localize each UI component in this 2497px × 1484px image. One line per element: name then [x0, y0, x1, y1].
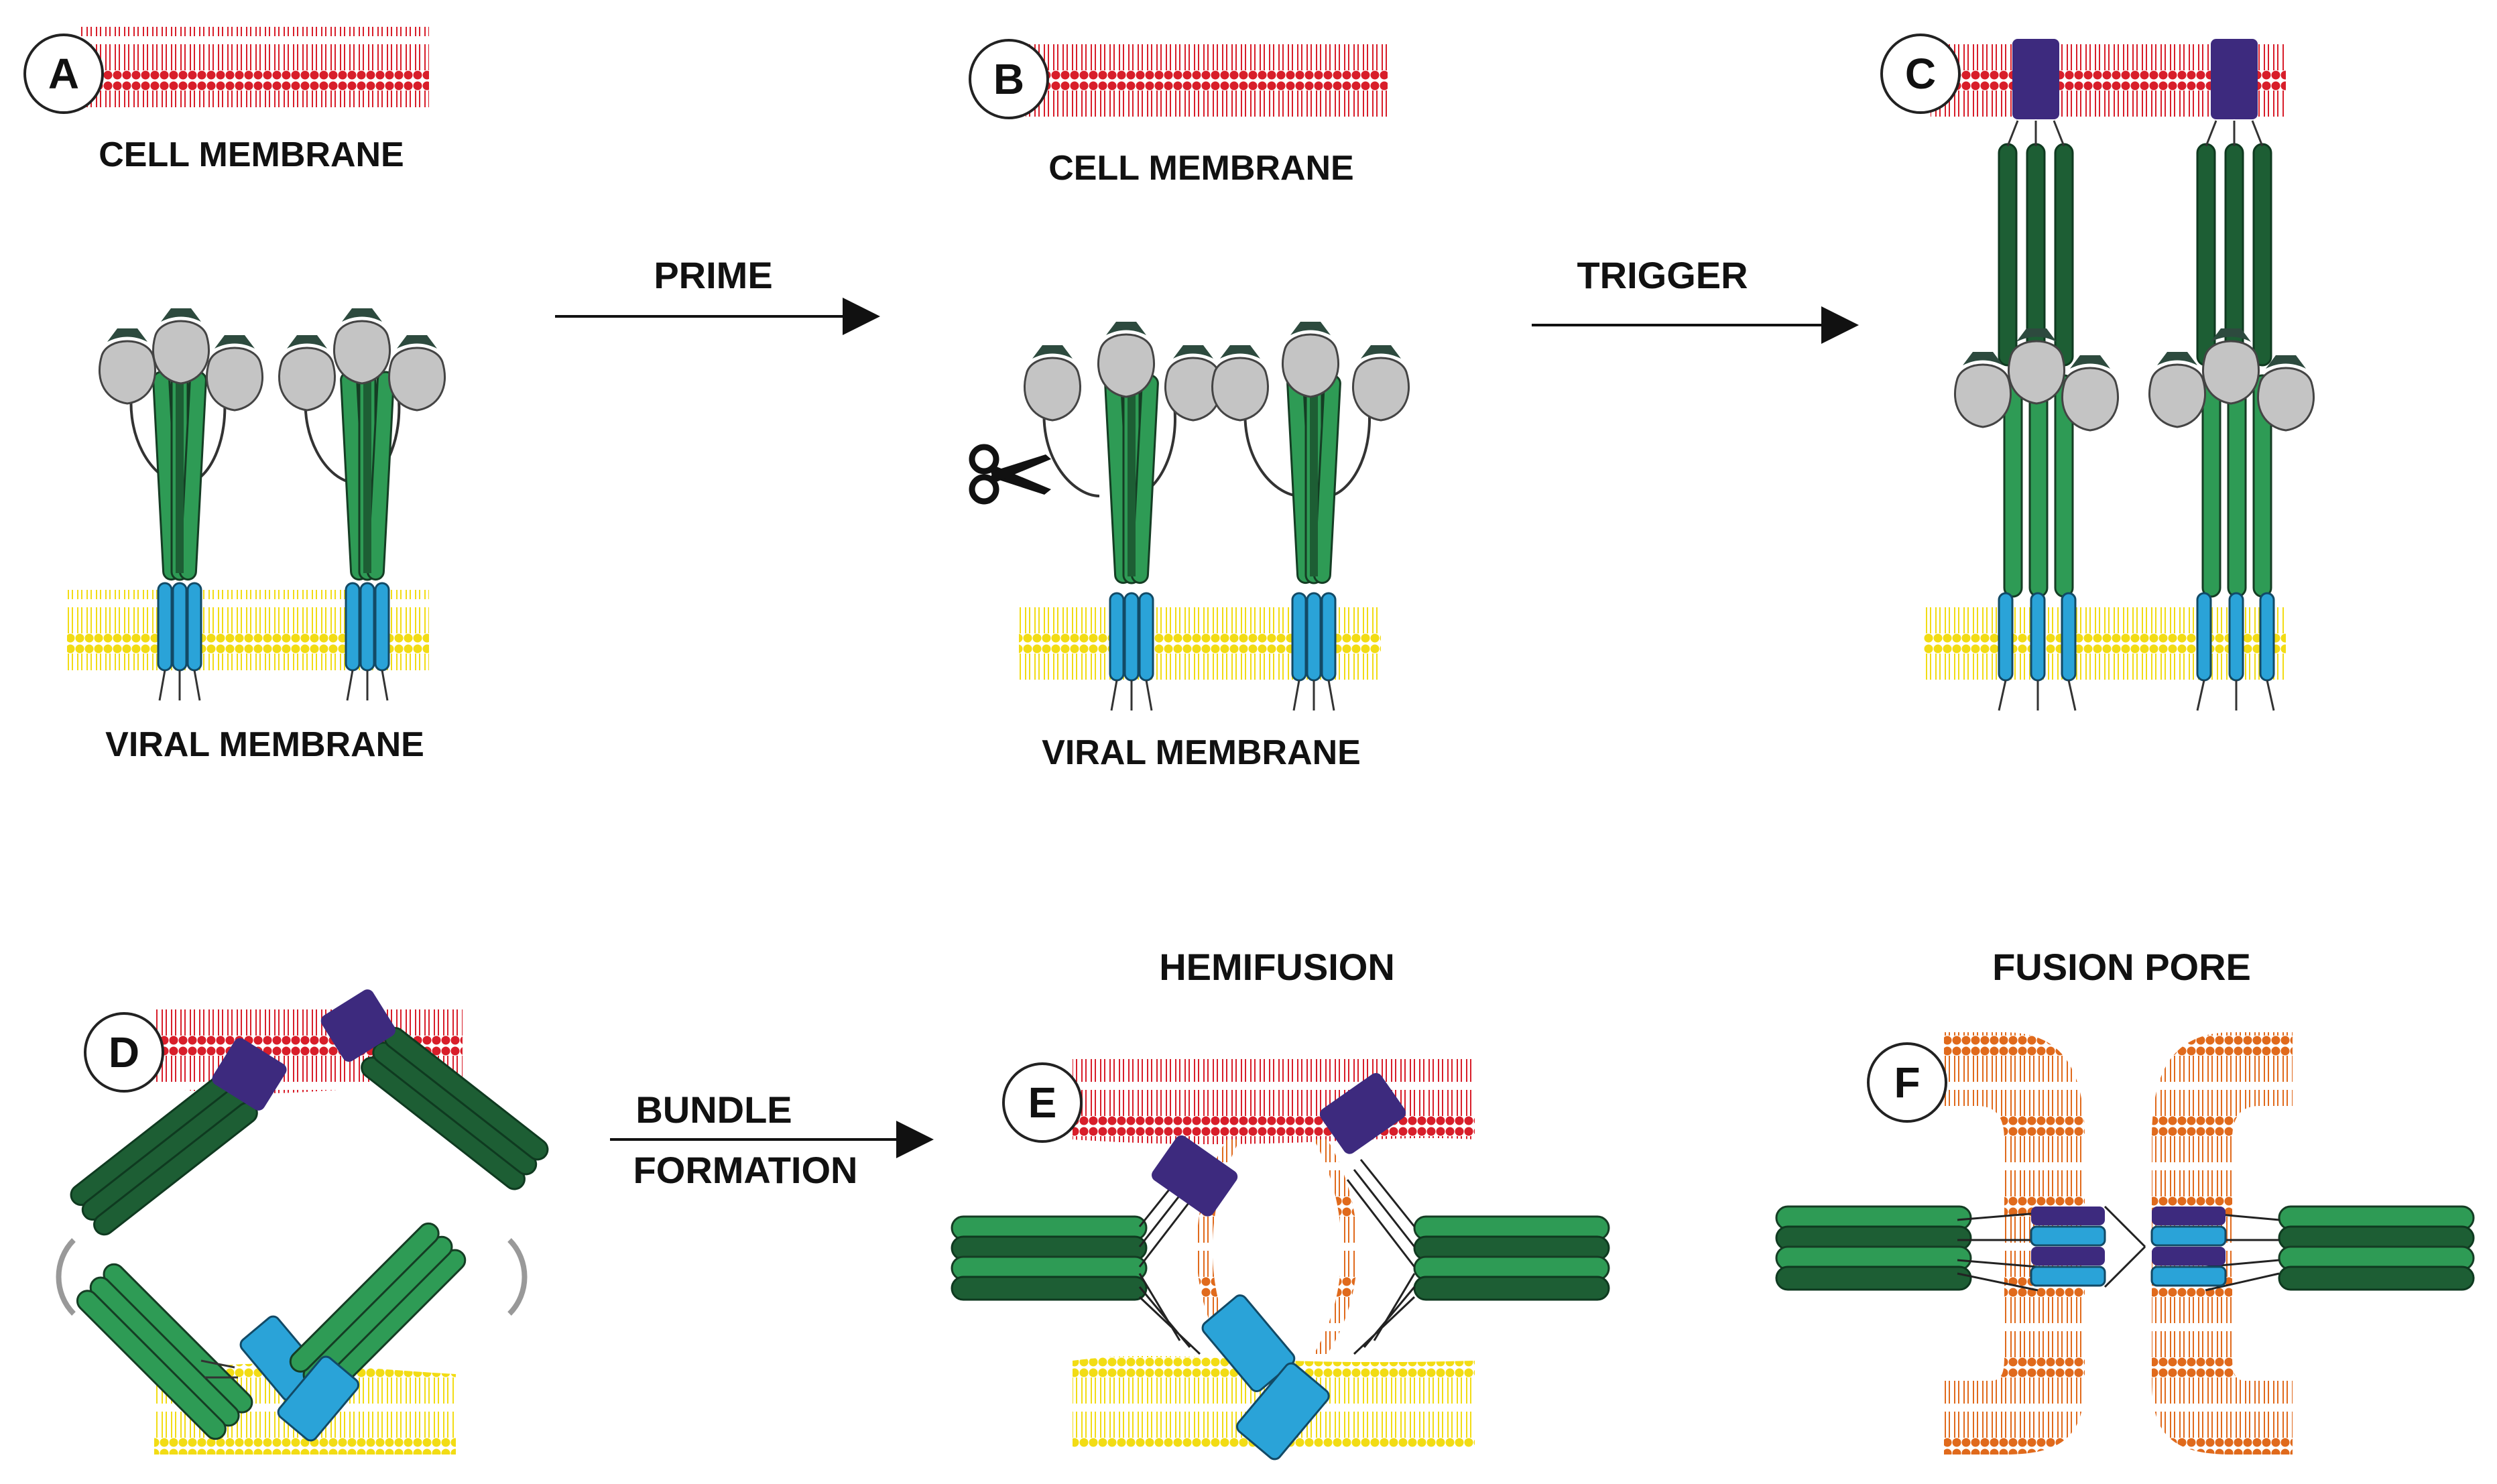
- hemifusion-stalk-right: [1314, 1139, 1357, 1354]
- panel-badge-b: B: [969, 39, 1049, 119]
- scissors-icon: [969, 444, 1051, 505]
- panel-badge-a: A: [23, 34, 104, 114]
- hairpin-right-d: [277, 989, 553, 1442]
- viral-membrane-c: [1924, 600, 2286, 680]
- prefusion-protein-a2: [278, 307, 446, 702]
- trigger-arrow: TRIGGER: [1532, 254, 1859, 344]
- prefusion-protein-b2: [1211, 320, 1410, 712]
- panel-c: C: [1880, 34, 2315, 711]
- six-helix-bundle-left-f: [1775, 1205, 2146, 1292]
- cell-membrane-e: [1073, 1059, 1475, 1145]
- prime-arrow: PRIME: [555, 254, 880, 335]
- bundle-label-line1: BUNDLE: [635, 1089, 792, 1131]
- panel-badge-c: C: [1880, 34, 1961, 114]
- panel-f: FUSION PORE F: [1775, 946, 2475, 1455]
- panel-d: D: [56, 989, 553, 1455]
- six-helix-bundle-right-e: [1236, 1072, 1610, 1461]
- viral-membrane-label-a: VIRAL MEMBRANE: [105, 725, 424, 764]
- hemifusion-label: HEMIFUSION: [1159, 946, 1395, 988]
- svg-text:E: E: [1028, 1078, 1057, 1127]
- cell-membrane-label-a: CELL MEMBRANE: [99, 135, 404, 174]
- panel-badge-f: F: [1867, 1042, 1947, 1123]
- prehairpin-intermediate-c1: [1953, 39, 2120, 711]
- bundle-formation-arrow: BUNDLE FORMATION: [610, 1089, 934, 1191]
- panel-b: CELL MEMBRANE VIRAL MEMBRANE: [969, 39, 1410, 772]
- viral-membrane-label-b: VIRAL MEMBRANE: [1042, 733, 1361, 772]
- panel-a: CELL MEMBRANE VIRAL MEMBRANE A: [23, 27, 446, 764]
- svg-text:B: B: [993, 55, 1024, 103]
- trigger-label: TRIGGER: [1577, 254, 1748, 296]
- prime-label: PRIME: [654, 254, 772, 296]
- svg-text:D: D: [109, 1028, 139, 1076]
- cell-membrane-a: [80, 27, 429, 107]
- cell-membrane-label-b: CELL MEMBRANE: [1048, 149, 1353, 188]
- svg-text:A: A: [48, 50, 79, 98]
- panel-e: HEMIFUSION E: [951, 946, 1610, 1461]
- svg-text:C: C: [1905, 50, 1936, 98]
- fusion-pore-label: FUSION PORE: [1992, 946, 2251, 988]
- prehairpin-intermediate-c2: [2148, 39, 2315, 711]
- panel-badge-d: D: [84, 1012, 164, 1093]
- fusion-pore-membrane-left: [1944, 1032, 2085, 1455]
- six-helix-bundle-right-f: [2150, 1205, 2475, 1292]
- hairpin-left-d: [56, 1038, 322, 1444]
- bundle-label-line2: FORMATION: [633, 1149, 858, 1191]
- prefusion-protein-a1: [98, 307, 264, 702]
- svg-text:F: F: [1894, 1058, 1920, 1107]
- six-helix-bundle-left-e: [951, 1135, 1296, 1392]
- prefusion-protein-b1: [1023, 320, 1223, 712]
- cell-membrane-b: [1026, 39, 1388, 119]
- panel-badge-e: E: [1002, 1062, 1083, 1143]
